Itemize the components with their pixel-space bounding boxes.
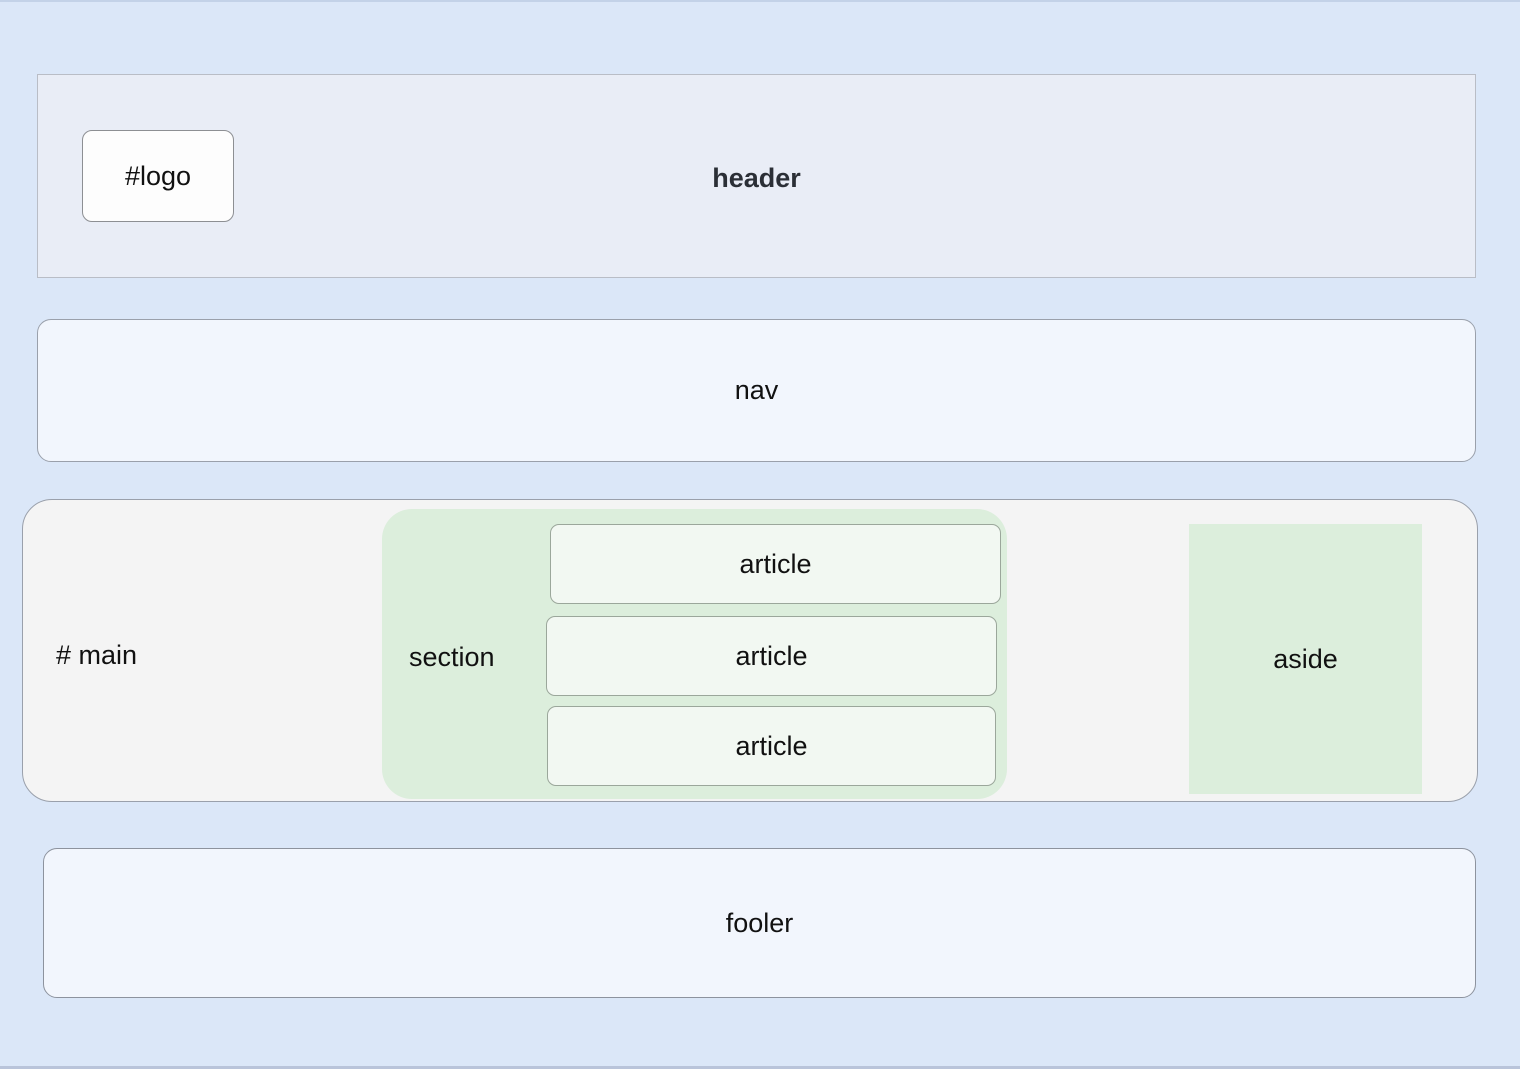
page-outside-area: [0, 1069, 1520, 1081]
logo-box[interactable]: #logo: [82, 130, 234, 222]
article-box: article: [547, 706, 996, 786]
aside-region: aside: [1189, 524, 1422, 794]
article-label: article: [735, 640, 808, 671]
main-region: # main section article article article a…: [22, 499, 1478, 802]
footer-label: fooler: [725, 907, 794, 938]
aside-label: aside: [1273, 643, 1338, 674]
nav-label: nav: [734, 375, 779, 405]
article-label: article: [735, 730, 808, 761]
section-label: section: [409, 642, 495, 672]
footer-region: fooler: [43, 848, 1476, 998]
header-region: #logo header: [37, 74, 1476, 278]
section-region: section article article article: [382, 509, 1007, 799]
header-label: header: [712, 163, 801, 193]
logo-label: #logo: [124, 160, 192, 191]
nav-region: nav: [37, 319, 1476, 462]
article-box: article: [550, 524, 1001, 604]
article-box: article: [546, 616, 997, 696]
article-label: article: [739, 548, 812, 579]
main-label: # main: [56, 640, 138, 670]
